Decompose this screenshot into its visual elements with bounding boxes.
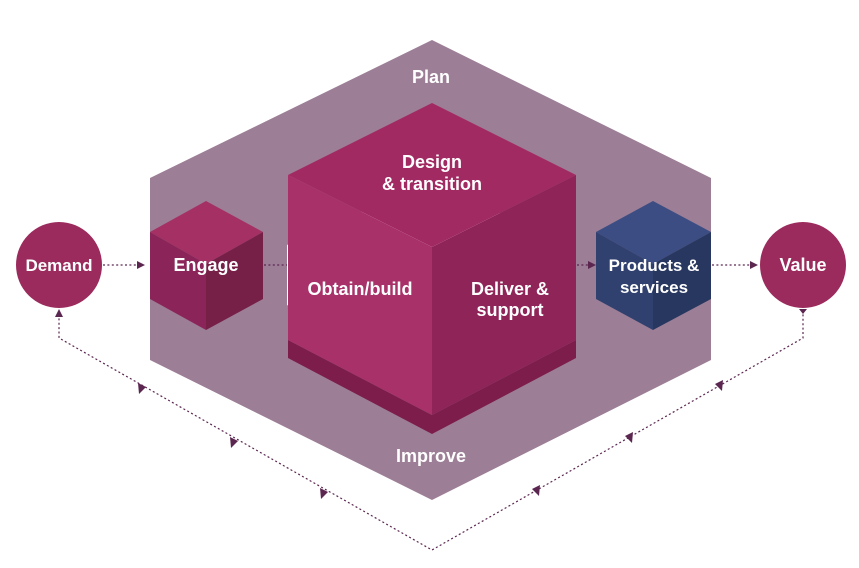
feedback-start-marker-icon xyxy=(799,309,807,314)
products-cube-left xyxy=(596,232,653,330)
demand-label: Demand xyxy=(25,256,92,275)
feedback-loop-line xyxy=(58,310,804,551)
central-cube-front-right xyxy=(432,175,576,415)
central-cube-front-left xyxy=(288,175,432,415)
feedback-arrow-icon xyxy=(320,488,328,499)
plan-label: Plan xyxy=(412,67,450,87)
central-cube[interactable] xyxy=(288,103,576,434)
products-services-cube[interactable] xyxy=(596,201,711,330)
value-circle[interactable] xyxy=(760,222,846,308)
deliver-support-label-line2: support xyxy=(477,300,544,320)
flow-connectors xyxy=(103,261,758,269)
feedback-end-arrow-icon xyxy=(55,309,63,317)
central-cube-bottom-band xyxy=(288,340,576,434)
products-services-label-line1: Products & xyxy=(609,256,700,275)
plan-improve-frame xyxy=(150,40,711,500)
feedback-arrow-icon xyxy=(138,383,146,394)
products-to-value-arrow-icon xyxy=(750,261,758,269)
products-cube-right xyxy=(653,232,711,330)
demand-to-engage-arrow-icon xyxy=(137,261,145,269)
feedback-arrow-icon xyxy=(715,380,723,391)
feedback-loop xyxy=(55,309,807,551)
engage-cube[interactable] xyxy=(150,201,263,330)
engage-cube-top xyxy=(150,201,263,264)
engage-cube-right xyxy=(206,232,263,330)
deliver-support-label-line1: Deliver & xyxy=(471,279,549,299)
design-transition-label-line1: Design xyxy=(402,152,462,172)
feedback-arrow-icon xyxy=(625,432,633,443)
engage-label: Engage xyxy=(173,255,238,275)
improve-label: Improve xyxy=(396,446,466,466)
value-label: Value xyxy=(779,255,826,275)
design-transition-label-line2: & transition xyxy=(382,174,482,194)
products-cube-top xyxy=(596,201,711,264)
demand-circle[interactable] xyxy=(16,222,102,308)
cube-to-products-arrow-icon xyxy=(588,261,596,269)
products-services-label-line2: services xyxy=(620,278,688,297)
obtain-build-label: Obtain/build xyxy=(308,279,413,299)
engage-cube-left xyxy=(150,232,206,330)
feedback-arrow-icon xyxy=(532,485,540,496)
feedback-arrow-icon xyxy=(230,437,238,448)
